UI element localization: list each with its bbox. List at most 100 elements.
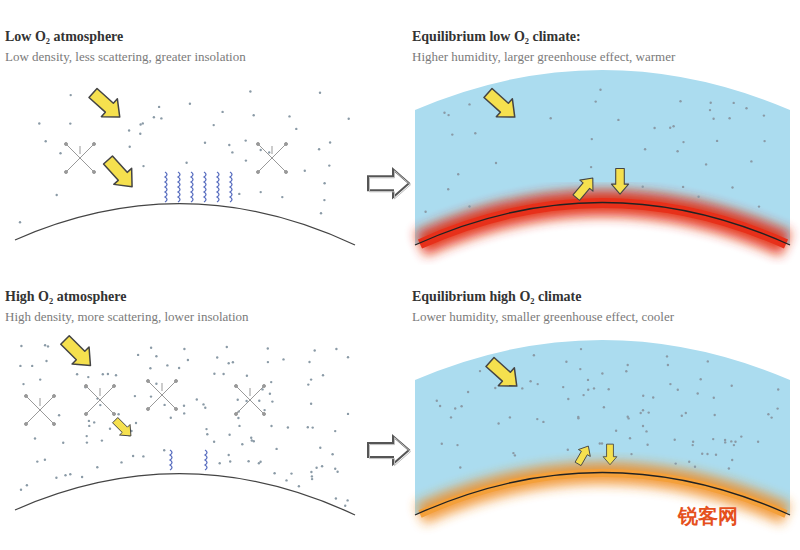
molecule-dot — [44, 459, 46, 461]
sunlight-arrow — [482, 353, 525, 395]
molecule-dot — [270, 381, 272, 383]
molecule-dot — [537, 383, 539, 385]
molecule-dot — [226, 346, 228, 348]
molecule-dot — [19, 365, 21, 367]
molecule-dot — [213, 373, 215, 375]
transition-arrow-shape — [368, 436, 409, 464]
molecule-dot — [213, 124, 215, 126]
molecule-dot — [724, 439, 726, 441]
molecule-dot — [642, 395, 644, 397]
molecule-dot — [287, 426, 289, 428]
molecule-dot — [260, 191, 262, 193]
molecule-dot — [153, 116, 155, 118]
molecule-dot — [697, 392, 699, 394]
molecule-dot — [745, 107, 747, 109]
molecule-dot — [132, 455, 134, 457]
molecule-dot — [424, 211, 426, 213]
molecule-dot — [567, 398, 569, 400]
molecule-dot — [509, 416, 511, 418]
molecule-dot — [669, 383, 671, 385]
molecule-dot — [22, 383, 24, 385]
molecule-dot — [260, 149, 262, 151]
scattering-symbol — [65, 143, 96, 174]
scattering-symbol — [235, 385, 266, 416]
panel-title: Equilibrium low O₂ climate: — [412, 28, 795, 45]
sunlight-arrow — [99, 152, 141, 195]
molecule-dot — [705, 163, 707, 165]
molecule-dot — [457, 173, 459, 175]
molecule-dot — [468, 103, 470, 105]
molecule-dot — [19, 221, 21, 223]
molecule-dot — [328, 164, 330, 166]
molecule-dot — [451, 133, 453, 135]
molecule-dot — [310, 471, 312, 473]
molecule-dot — [58, 414, 60, 416]
molecule-dot — [479, 370, 481, 372]
molecule-dot — [238, 193, 240, 195]
molecule-dot — [185, 162, 187, 164]
molecule-dot — [323, 182, 325, 184]
molecule-dot — [763, 114, 765, 116]
molecule-dot — [459, 466, 461, 468]
molecule-dot — [679, 100, 681, 102]
atmosphere-band — [415, 340, 790, 515]
molecule-dot — [282, 358, 284, 360]
molecule-dot — [322, 374, 324, 376]
molecule-dot — [221, 111, 223, 113]
molecule-dot — [601, 442, 603, 444]
molecule-dot — [767, 413, 769, 415]
molecule-dot — [667, 364, 669, 366]
molecule-dot — [160, 117, 162, 119]
molecule-dot — [107, 373, 109, 375]
molecule-dot — [163, 404, 165, 406]
molecule-dot — [315, 467, 317, 469]
molecule-dot — [139, 123, 141, 125]
panel-subtitle: High density, more scattering, lower ins… — [5, 308, 365, 325]
molecule-dot — [666, 355, 668, 357]
molecule-dot — [258, 400, 260, 402]
molecule-dot — [166, 364, 168, 366]
molecule-dot — [163, 449, 165, 451]
molecule-dot — [86, 435, 88, 437]
molecule-dot — [467, 391, 469, 393]
molecule-dot — [155, 383, 157, 385]
molecule-dot — [202, 403, 204, 405]
vapour-squiggle — [205, 450, 207, 470]
molecule-dot — [763, 140, 765, 142]
molecule-dot — [495, 162, 497, 164]
transition-arrow — [368, 436, 411, 466]
molecule-dot — [450, 416, 452, 418]
molecule-dot — [701, 453, 703, 455]
molecule-dot — [697, 196, 699, 198]
molecule-dot — [740, 435, 742, 437]
vapour-squiggle — [204, 172, 206, 202]
molecule-dot — [267, 361, 269, 363]
molecule-dot — [44, 344, 46, 346]
vapour-squiggle — [178, 172, 180, 202]
warm-glow — [420, 203, 786, 244]
molecule-dot — [213, 441, 215, 443]
molecule-dot — [550, 117, 552, 119]
molecule-dot — [295, 128, 297, 130]
molecule-dot — [677, 389, 679, 391]
molecule-dot — [730, 440, 732, 442]
molecule-dot — [346, 499, 348, 501]
molecule-dot — [692, 441, 694, 443]
molecule-dot — [120, 461, 122, 463]
panel-subtitle: Lower humidity, smaller greenhouse effec… — [412, 308, 795, 325]
molecule-dot — [640, 412, 642, 414]
molecule-dot — [669, 127, 671, 129]
panel-subtitle: Higher humidity, larger greenhouse effec… — [412, 48, 795, 65]
molecule-dot — [644, 148, 646, 150]
panel-title: Equilibrium high O₂ climate — [412, 288, 795, 305]
molecule-dot — [228, 144, 230, 146]
molecule-dot — [533, 354, 535, 356]
molecule-dot — [757, 441, 759, 443]
molecule-dot — [347, 413, 349, 415]
sunlight-arrow — [85, 84, 128, 126]
molecule-dot — [259, 461, 261, 463]
molecule-dot — [709, 109, 711, 111]
molecule-dot — [712, 438, 714, 440]
vapour-squiggle — [230, 172, 232, 202]
